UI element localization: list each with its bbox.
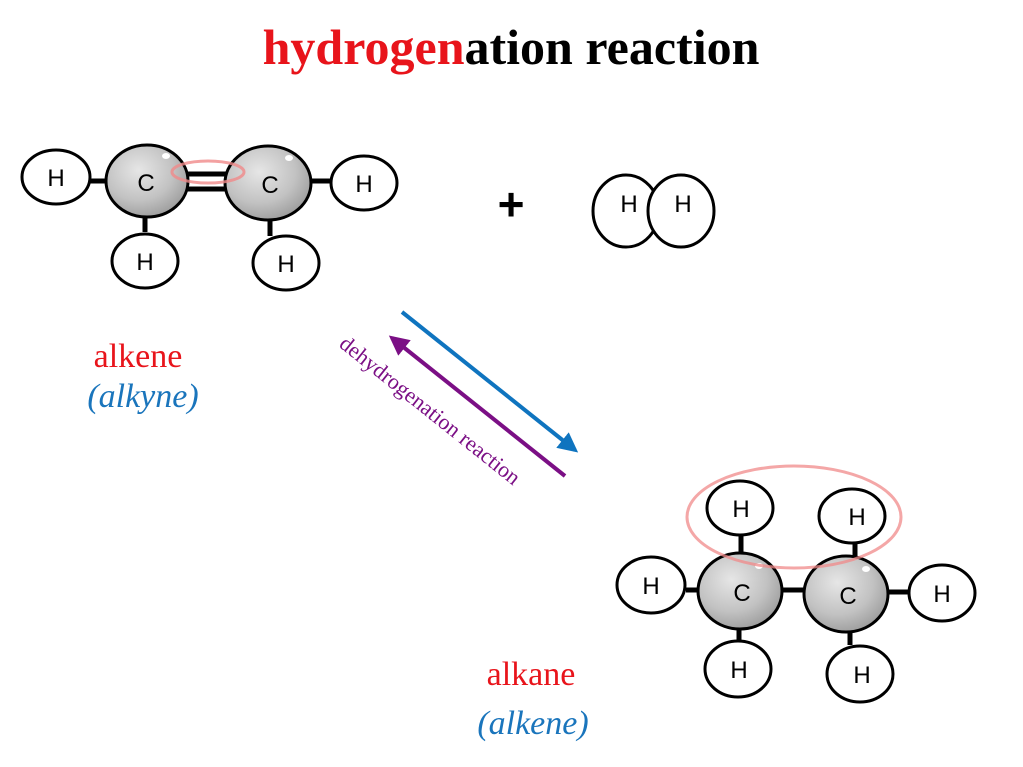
hydrogen-atom: H <box>703 639 773 699</box>
atom-label: H <box>848 504 865 531</box>
alkene-molecule: H H H H C C <box>20 143 399 292</box>
atom-label: H <box>674 191 691 218</box>
hydrogen-molecule: H H <box>591 173 716 249</box>
double-bond-highlight <box>170 159 246 185</box>
hydrogen-atom: H <box>615 555 687 615</box>
atom-label: H <box>642 573 659 600</box>
hydrogen-atom: H <box>329 154 399 212</box>
hydrogen-atom: H <box>825 644 895 704</box>
hydrogen-atom: H <box>705 479 775 537</box>
atom-label: H <box>730 657 747 684</box>
alkane-molecule: H H H H H H C C <box>615 464 977 704</box>
hydrogen-atom: H <box>251 234 321 292</box>
atom-label: H <box>355 171 372 198</box>
page-title: hydrogenation reaction <box>263 19 760 75</box>
atom-label: H <box>136 249 153 276</box>
hydrogen-atom: H <box>20 148 92 206</box>
hydrogen-atom: H <box>110 232 180 290</box>
reverse-arrow <box>388 335 567 478</box>
atom-label: H <box>277 251 294 278</box>
title-rest: ation reaction <box>465 19 760 75</box>
title-highlight: hydrogen <box>263 19 465 75</box>
hydrogen-atom: H <box>817 487 887 545</box>
carbon-atom: C <box>223 144 313 222</box>
reactant-name: alkene <box>94 338 183 375</box>
atom-label: H <box>47 165 64 192</box>
plus-sign: + <box>498 178 525 230</box>
atom-label: H <box>732 496 749 523</box>
atom-label: C <box>137 170 154 197</box>
atom-label: C <box>839 583 856 610</box>
product-alt-name: (alkene) <box>477 705 588 742</box>
carbon-atom: C <box>802 554 890 634</box>
carbon-atom: C <box>696 551 784 631</box>
carbon-atom: C <box>104 143 190 219</box>
reverse-arrow-label: dehydrogenation reaction <box>335 330 526 489</box>
hydrogen-atom: H <box>907 563 977 623</box>
atom-label: H <box>853 662 870 689</box>
added-hydrogens-highlight <box>685 464 903 570</box>
reactant-alt-name: (alkyne) <box>87 378 198 415</box>
atom-label: C <box>733 580 750 607</box>
product-name: alkane <box>487 656 576 693</box>
forward-arrow <box>400 310 579 453</box>
atom-label: C <box>261 172 278 199</box>
atom-label: H <box>933 581 950 608</box>
atom-label: H <box>620 191 637 218</box>
